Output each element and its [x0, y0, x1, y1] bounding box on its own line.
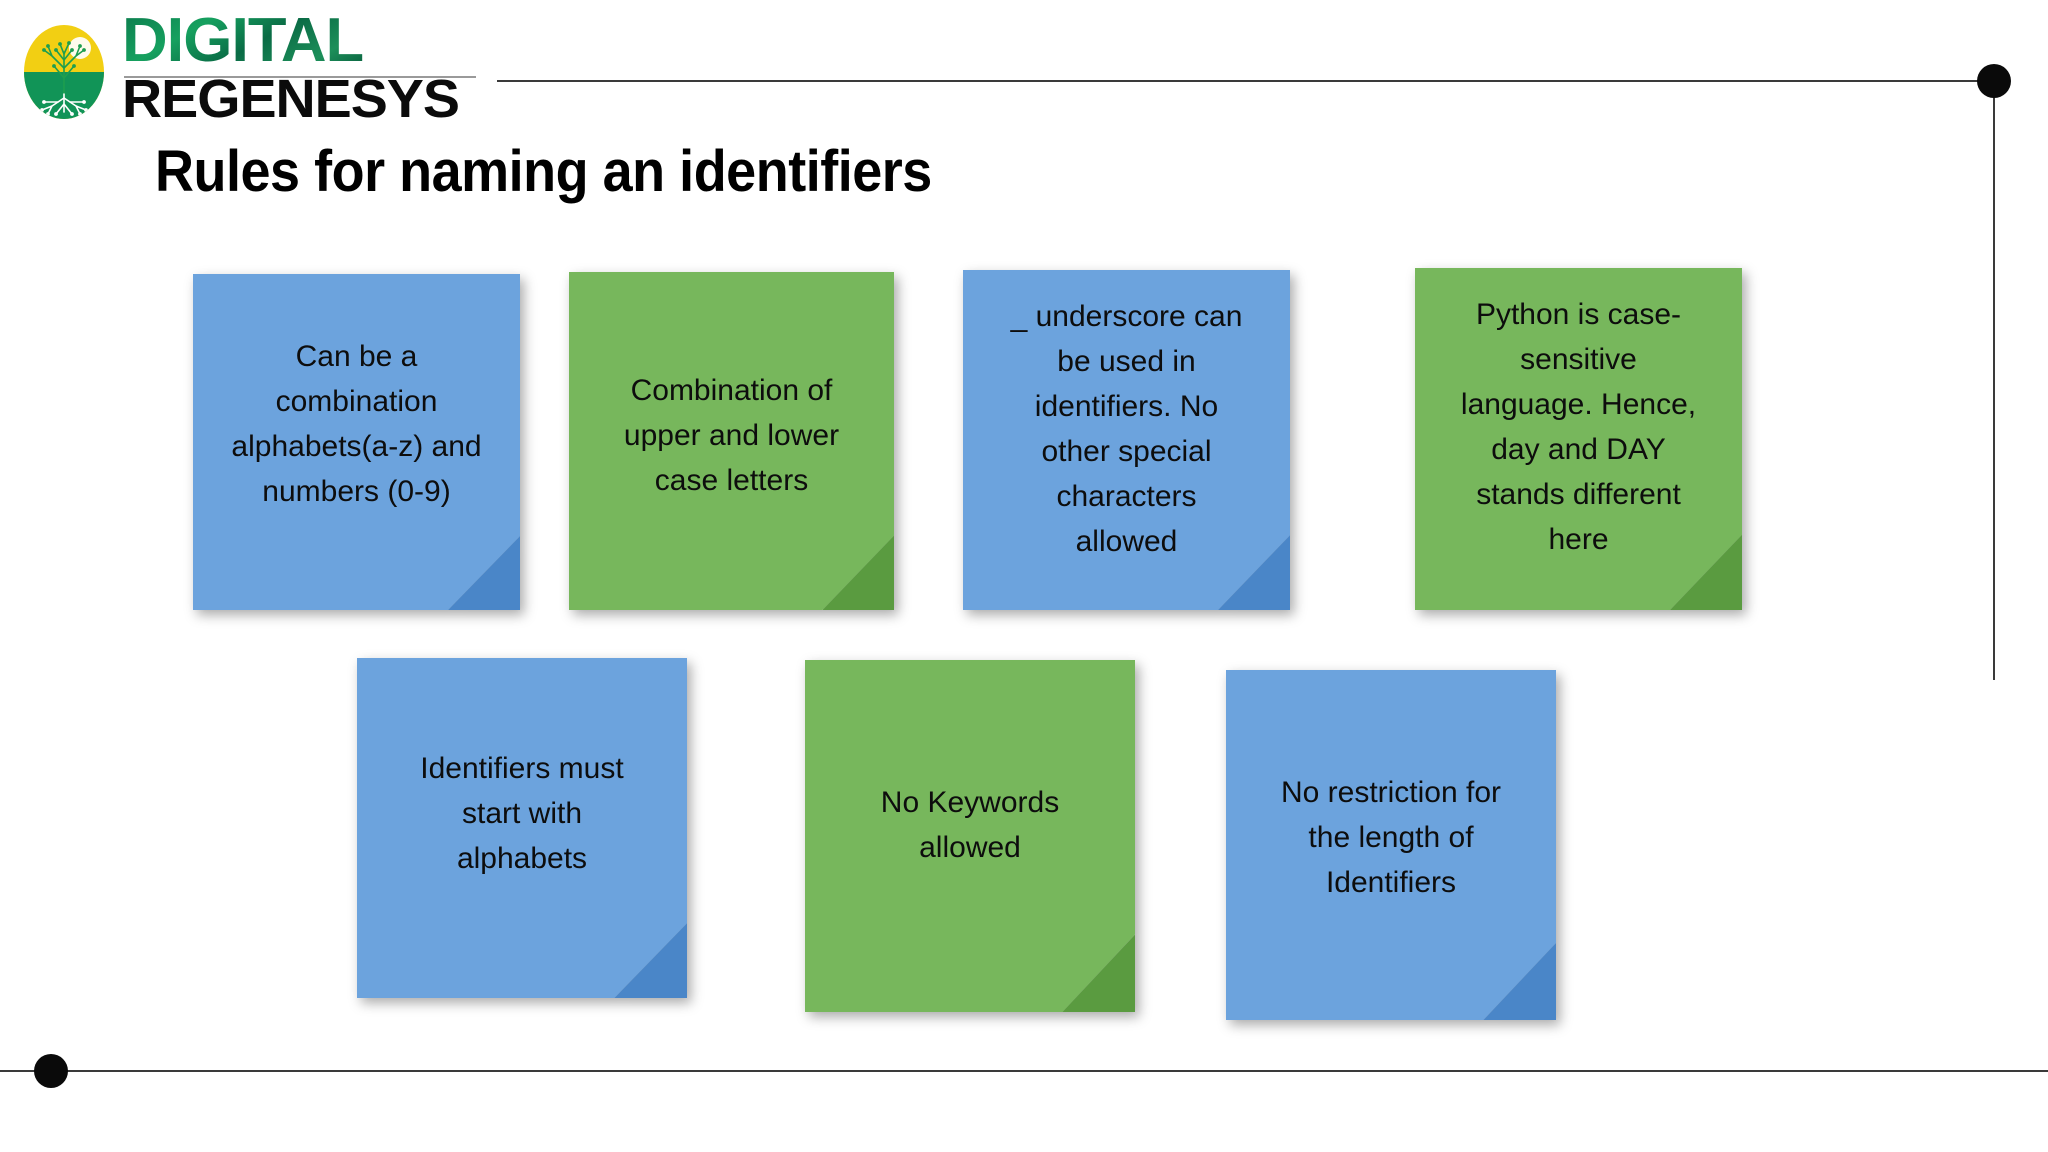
sticky-note-body [569, 272, 894, 610]
note-no-length-restriction: No restriction for the length of Identif… [1226, 670, 1556, 1020]
note-no-keywords: No Keywords allowed [805, 660, 1135, 1012]
sticky-note-text: No Keywords allowed [880, 786, 1060, 864]
digital-regenesys-tree-circuit-logo [24, 25, 104, 119]
sticky-note-body [1415, 268, 1742, 610]
sticky-note-body [1226, 670, 1556, 1020]
sticky-note-text: Identifiers must start with alphabets [420, 752, 624, 875]
logo-divider [124, 76, 476, 78]
note-start-with-alphabets: Identifiers must start with alphabets [357, 658, 687, 998]
sticky-note-body [357, 658, 687, 998]
sticky-note-body [805, 660, 1135, 1012]
sticky-note-body [193, 274, 520, 610]
bottom-horizontal-rule [0, 1070, 2048, 1072]
note-upper-lower-case: Combination of upper and lower case lett… [569, 272, 894, 610]
top-right-dot [1977, 64, 2011, 98]
sticky-note-body [963, 270, 1290, 610]
top-horizontal-rule [497, 80, 1997, 82]
note-alphabets-numbers: Can be a combination alphabets(a-z) and … [193, 274, 520, 610]
logo-wordmark-regenesys: REGENESYS [122, 69, 460, 129]
note-case-sensitive: Python is case- sensitive language. Henc… [1415, 268, 1742, 610]
page-title: Rules for naming an identifiers [155, 139, 932, 204]
bottom-left-dot [34, 1054, 68, 1088]
note-underscore-special-chars: _ underscore can be used in identifiers.… [963, 270, 1290, 610]
right-vertical-rule [1993, 80, 1995, 680]
sticky-note-text: _ underscore can be used in identifiers.… [1010, 300, 1243, 558]
sticky-note-text: Python is case- sensitive language. Henc… [1460, 298, 1697, 556]
sticky-note-text: No restriction for the length of Identif… [1280, 776, 1502, 899]
sticky-note-text: Combination of upper and lower case lett… [623, 374, 840, 497]
sticky-note-text: Can be a combination alphabets(a-z) and … [231, 340, 482, 508]
logo-wordmark-digital: DIGITAL [122, 6, 364, 75]
brand-logo: DIGITAL REGENESYS [14, 8, 484, 128]
